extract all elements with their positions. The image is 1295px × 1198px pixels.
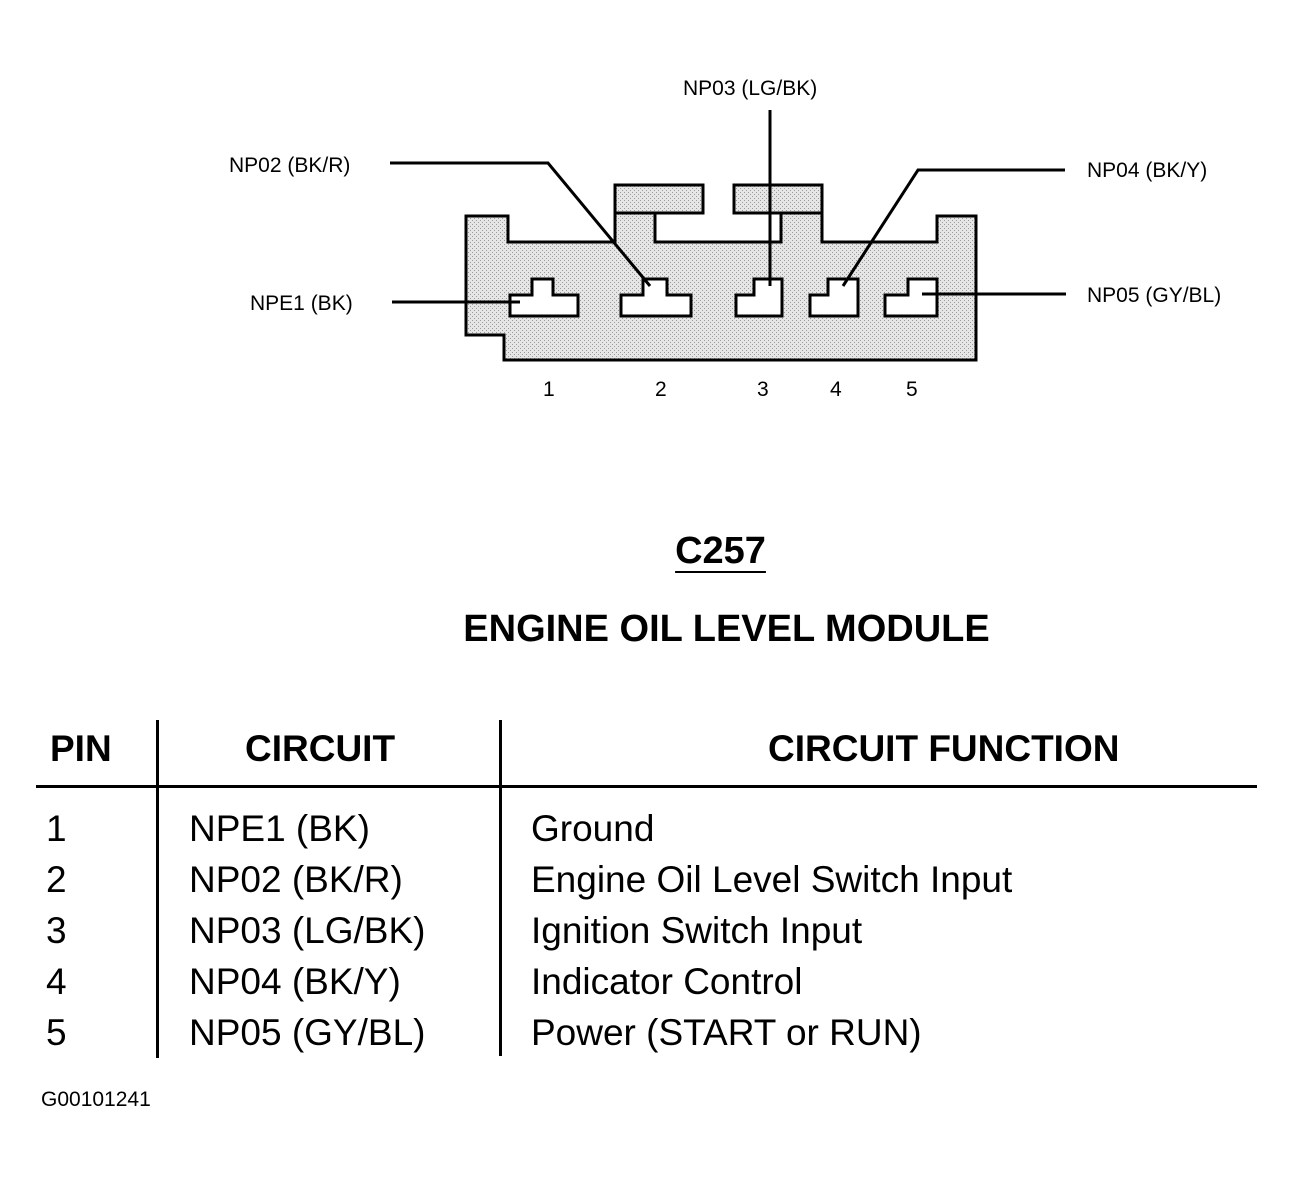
pin-cavity-1: [508, 277, 580, 318]
latch-tab-right: [732, 183, 824, 215]
connector-subtitle: ENGINE OIL LEVEL MODULE: [463, 608, 990, 650]
connector-title: C257: [675, 530, 766, 572]
function-cell: Engine Oil Level Switch Input: [531, 859, 1013, 900]
column-divider-2: [499, 720, 502, 1056]
function-cell: Ignition Switch Input: [531, 910, 863, 951]
pin-table: PIN CIRCUIT CIRCUIT FUNCTION 1 NPE1 (BK)…: [0, 720, 1295, 1065]
column-header-circuit: CIRCUIT: [245, 728, 396, 769]
pin-cavity-4: [808, 277, 860, 318]
connector-diagram: NP03 (LG/BK) NP02 (BK/R) NP04 (BK/Y) NPE…: [229, 77, 1221, 401]
leader-line-np02: [390, 161, 652, 287]
pin-cavity-2: [619, 277, 693, 318]
pin-cell: 3: [46, 910, 67, 951]
wire-label-np03: NP03 (LG/BK): [683, 77, 817, 100]
pin-number-1: 1: [543, 378, 555, 401]
pin-cell: 2: [46, 859, 67, 900]
circuit-cell: NP04 (BK/Y): [189, 961, 401, 1002]
column-header-function: CIRCUIT FUNCTION: [768, 728, 1120, 769]
function-cell: Power (START or RUN): [531, 1012, 922, 1053]
wire-label-npe1: NPE1 (BK): [250, 292, 353, 315]
pin-cavity-5: [883, 277, 939, 318]
leader-line-np04: [841, 168, 1065, 287]
header-divider: [36, 785, 1257, 788]
pin-cell: 4: [46, 961, 67, 1002]
pin-cavity-3: [734, 277, 784, 318]
pin-number-5: 5: [906, 378, 918, 401]
column-header-pin: PIN: [50, 728, 112, 769]
circuit-cell: NP02 (BK/R): [189, 859, 403, 900]
circuit-cell: NPE1 (BK): [189, 808, 370, 849]
figure-code: G00101241: [41, 1088, 151, 1111]
pin-cell: 1: [46, 808, 67, 849]
wire-label-np02: NP02 (BK/R): [229, 154, 350, 177]
function-cell: Ground: [531, 808, 655, 849]
function-cell: Indicator Control: [531, 961, 803, 1002]
pin-number-3: 3: [757, 378, 769, 401]
wire-label-np04: NP04 (BK/Y): [1087, 159, 1207, 182]
pin-number-2: 2: [655, 378, 667, 401]
column-divider-1: [156, 720, 159, 1058]
circuit-cell: NP03 (LG/BK): [189, 910, 426, 951]
latch-tab-left: [613, 183, 705, 215]
wire-label-np05: NP05 (GY/BL): [1087, 284, 1221, 307]
pin-cell: 5: [46, 1012, 67, 1053]
pin-number-4: 4: [830, 378, 842, 401]
circuit-cell: NP05 (GY/BL): [189, 1012, 426, 1053]
